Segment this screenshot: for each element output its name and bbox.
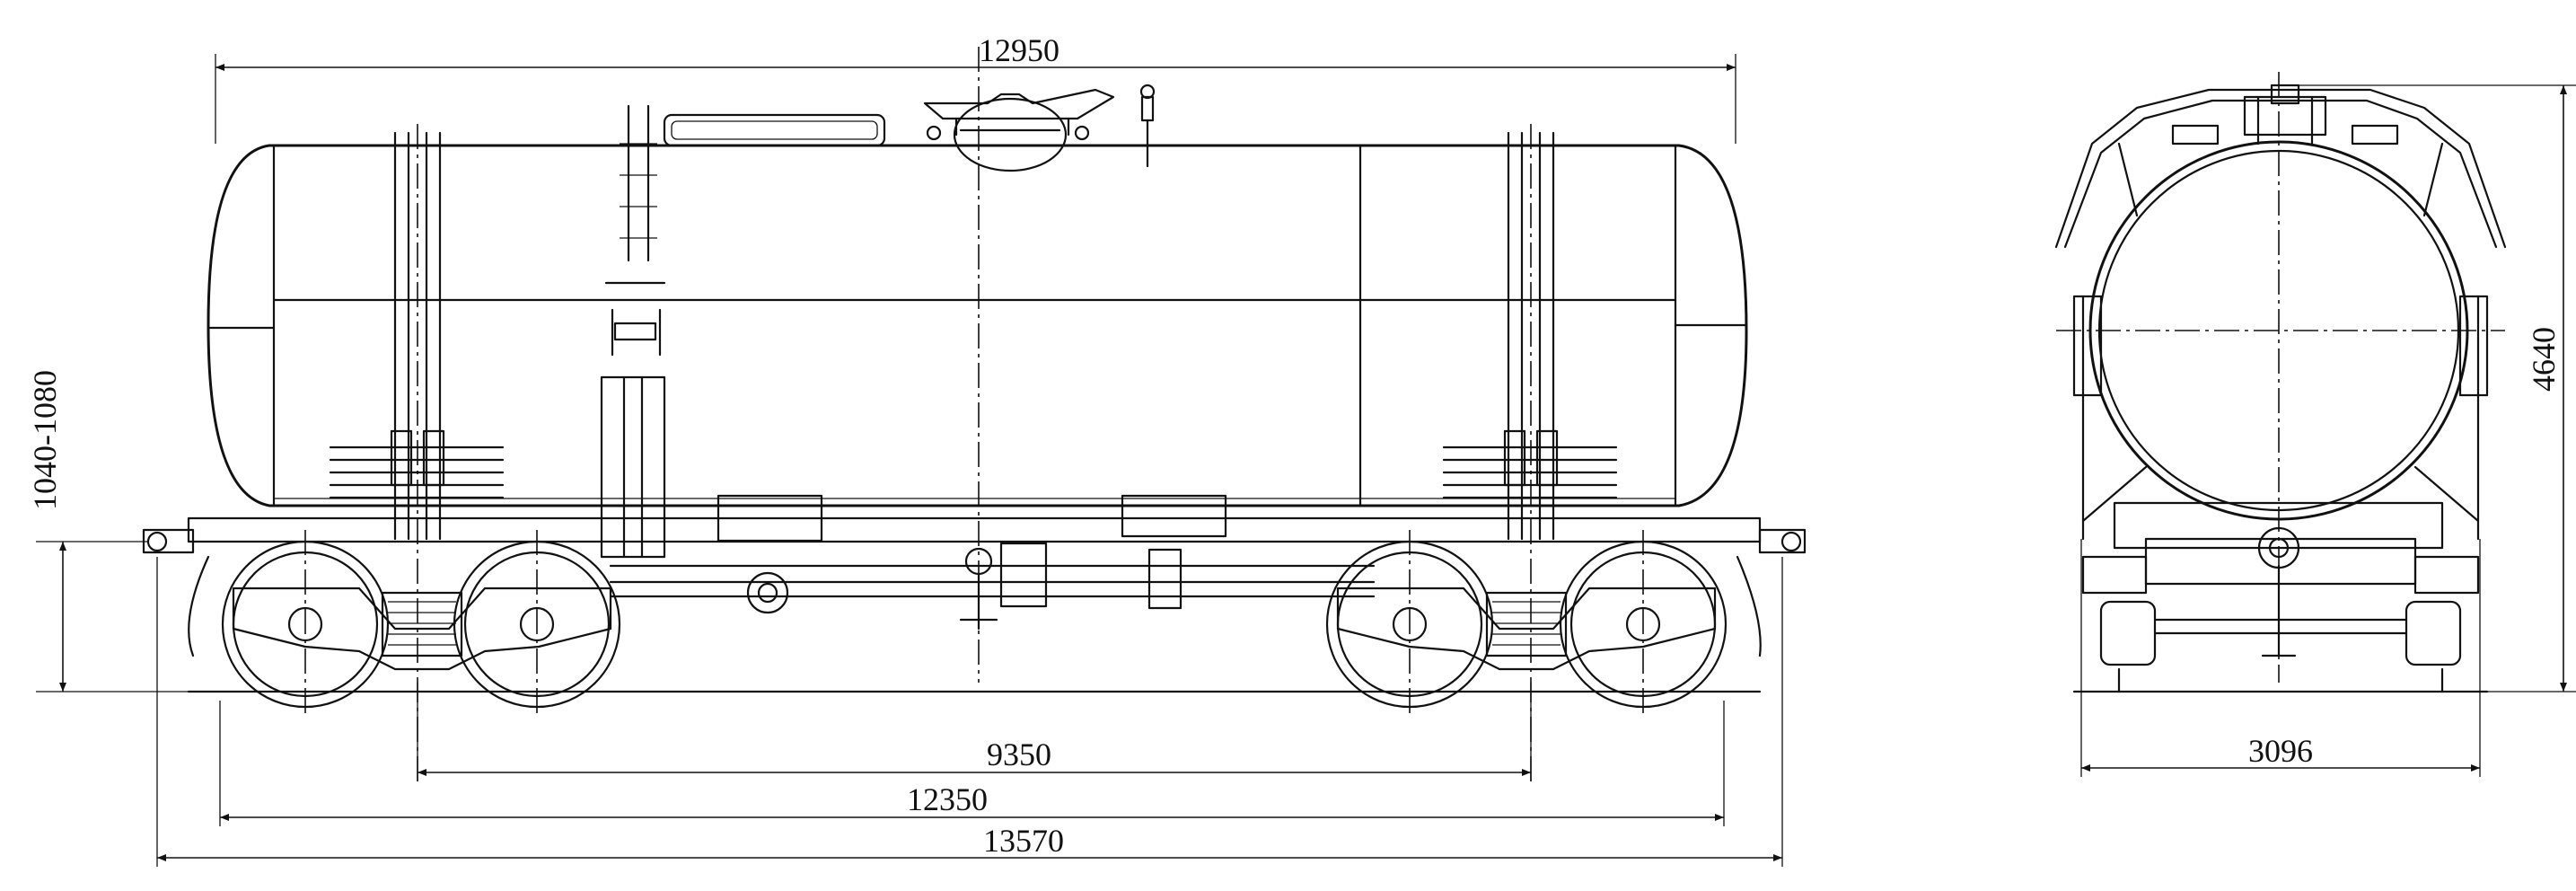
left-bogie	[221, 540, 621, 709]
dim-coupler-length: 13570	[983, 823, 1064, 859]
dim-overall-width: 3096	[2248, 733, 2313, 769]
dim-coupler-height: 1040-1080	[27, 370, 63, 510]
side-dimensions	[36, 54, 1783, 867]
side-platforms	[329, 446, 1618, 499]
dim-tank-length: 12950	[979, 32, 1059, 68]
side-centerlines	[304, 47, 1644, 781]
end-undercarriage	[2081, 501, 2480, 693]
end-top-fittings	[2171, 84, 2399, 146]
dim-overall-height: 4640	[2526, 327, 2562, 392]
end-frame	[2054, 88, 2507, 541]
dome-manhole	[923, 88, 1115, 172]
end-centerlines	[2056, 72, 2505, 683]
side-fittings	[600, 281, 1227, 559]
top-walkway	[620, 84, 1156, 262]
tank-body	[207, 144, 1748, 507]
dim-frame-length: 12350	[907, 781, 988, 817]
end-view: 4640 3096	[2054, 72, 2576, 777]
dim-bogie-centers: 9350	[987, 737, 1051, 772]
side-view: 12950 9350 12350 13570 1040-1080	[27, 32, 1807, 867]
right-bogie	[1325, 540, 1728, 709]
tank-straps	[390, 131, 1559, 541]
end-dimensions	[2080, 84, 2576, 777]
